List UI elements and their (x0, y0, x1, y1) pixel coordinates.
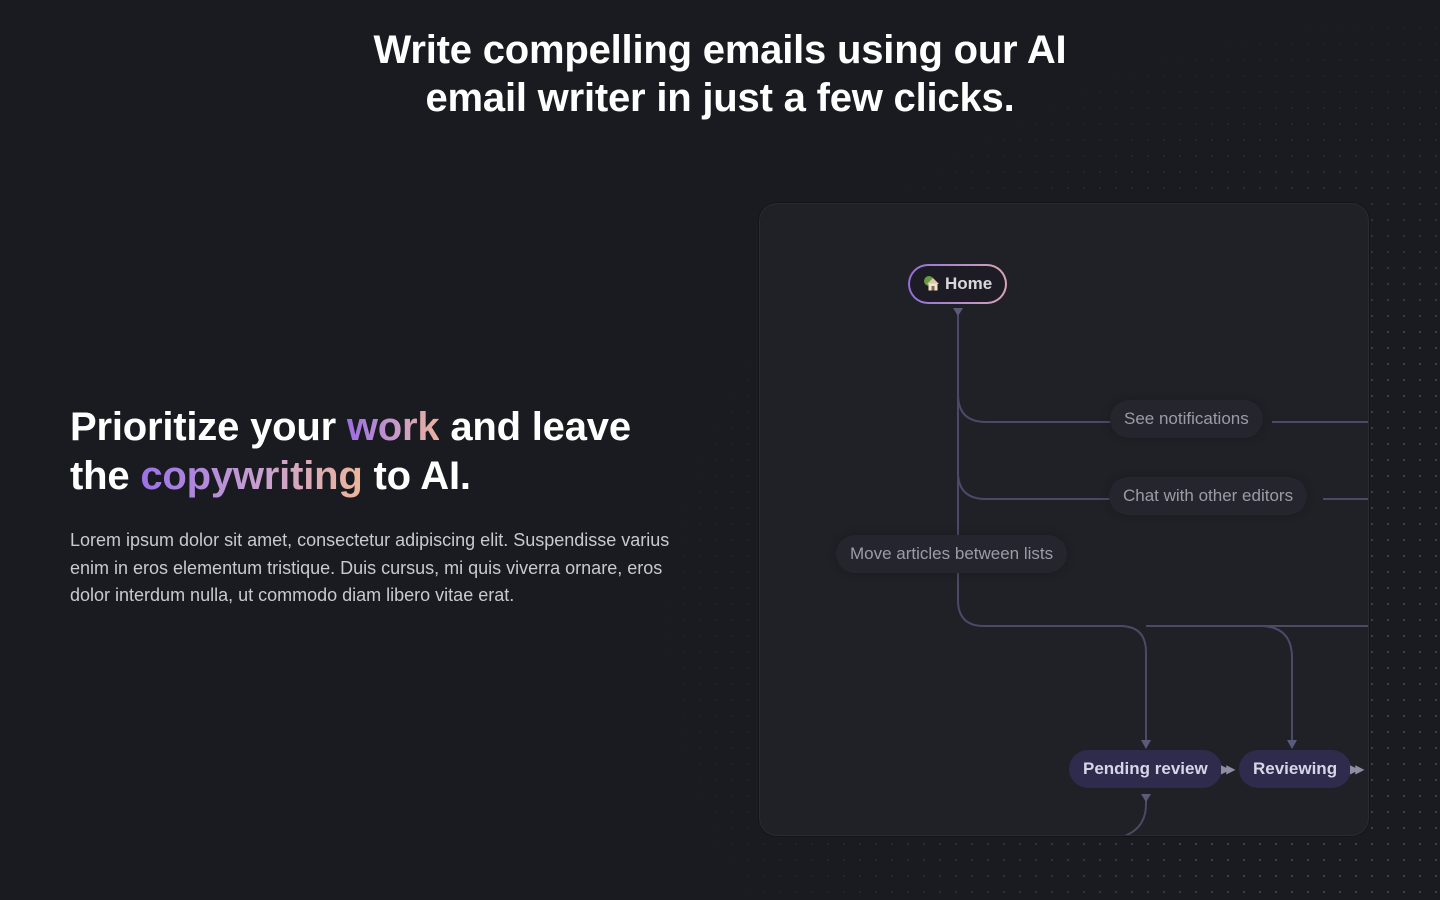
feature-description: Lorem ipsum dolor sit amet, consectetur … (70, 530, 670, 605)
branch-see-notifications[interactable]: See notifications (1110, 400, 1263, 438)
hero-title-line-2: email writer in just a few clicks. (425, 76, 1015, 120)
highlight-copywriting: copywriting (140, 454, 363, 498)
feature-section: Prioritize your work and leave the copyw… (70, 403, 690, 610)
hero-title: Write compelling emails using our AI ema… (0, 26, 1440, 122)
hero-title-line-1: Write compelling emails using our AI (373, 28, 1067, 72)
branch-chat-with-editors[interactable]: Chat with other editors (1109, 477, 1308, 515)
home-node[interactable]: Home (908, 264, 1007, 304)
double-chevron-right-icon: ▶▶ (1350, 762, 1365, 776)
highlight-work: work (346, 405, 440, 449)
status-pending-review[interactable]: Pending review (1069, 750, 1222, 788)
house-icon (922, 274, 942, 294)
home-node-label: Home (945, 274, 993, 293)
status-reviewing[interactable]: Reviewing (1239, 750, 1352, 788)
feature-title: Prioritize your work and leave the copyw… (70, 405, 631, 498)
diagram-connectors (953, 308, 1368, 835)
branch-move-articles[interactable]: Move articles between lists (836, 535, 1068, 573)
workflow-diagram-card: Home See notifications Chat with other e… (759, 203, 1369, 836)
double-chevron-right-icon: ▶▶ (1221, 762, 1236, 776)
